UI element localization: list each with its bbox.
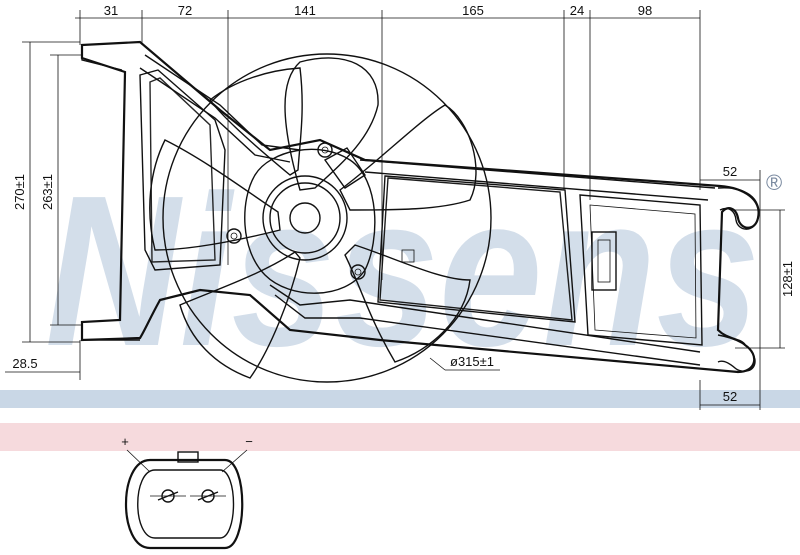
left-stub [81, 45, 140, 341]
frame-inner-left [139, 69, 226, 271]
dim-left-inner: 263±1 [40, 174, 55, 210]
frame-right-window [579, 194, 703, 346]
blue-band [0, 390, 800, 408]
fan-blade [344, 244, 471, 363]
fan-shroud-circle [162, 53, 492, 383]
dim-top-72: 72 [178, 3, 192, 18]
pink-band [0, 423, 800, 451]
right-clip-top [717, 187, 760, 230]
dim-fan-diameter: ø315±1 [450, 354, 494, 369]
frame-middle-window [379, 177, 573, 321]
frame-tab-inner [597, 239, 611, 283]
frame-small-rect [401, 249, 415, 263]
motor-middle-ring [269, 182, 341, 254]
motor-bolt [350, 264, 366, 280]
connector-latch [177, 451, 199, 463]
fan [149, 53, 492, 383]
frame-lower-arm [269, 284, 701, 353]
frame-inner-left-window [149, 77, 216, 263]
dim-top-165: 165 [462, 3, 484, 18]
left-bracket-outer [80, 40, 760, 374]
electrical-connector: + − [121, 434, 253, 550]
frame-upper-right-arm [359, 159, 716, 189]
frame-middle-window-outline [377, 175, 576, 323]
dim-top-31: 31 [104, 3, 118, 18]
connector-inner [137, 469, 235, 539]
dim-left-outer: 270±1 [12, 174, 27, 210]
frame-right-window-inner [589, 204, 697, 339]
motor-bolt [230, 232, 238, 240]
frame-tab [591, 231, 617, 291]
frame-upper-right-arm-inner [364, 171, 709, 201]
dimension-labels: 31 72 141 165 24 98 270±1 263±1 28.5 ø31… [12, 3, 795, 404]
fan-blade [284, 57, 379, 191]
fan-blade [179, 251, 301, 379]
registered-mark: ® [766, 170, 782, 195]
dim-top-24: 24 [570, 3, 584, 18]
brand-watermark: Nissens [45, 150, 760, 391]
motor-bolt [321, 146, 329, 154]
dim-left-bottom: 28.5 [12, 356, 37, 371]
motor-outer-ring [262, 175, 348, 261]
motor-bolt [354, 268, 362, 276]
frame-lower-arm-inner [274, 294, 701, 366]
connector-body [125, 458, 244, 550]
motor-connector [323, 147, 366, 189]
motor-bolt [317, 142, 333, 158]
dimension-lines [5, 10, 785, 410]
dim-right-top: 52 [723, 164, 737, 179]
motor-bolt [226, 228, 242, 244]
dim-right-bottom: 52 [723, 389, 737, 404]
dim-right-height: 128±1 [780, 261, 795, 297]
motor-hub [289, 202, 321, 234]
frame-upper-arm [144, 54, 301, 151]
dim-top-98: 98 [638, 3, 652, 18]
right-clip-bottom [717, 334, 756, 372]
dim-top-141: 141 [294, 3, 316, 18]
fan-blade [209, 67, 303, 176]
fan-blade [339, 104, 477, 211]
connector-minus-label: − [245, 434, 253, 449]
motor [226, 142, 376, 294]
frame [80, 40, 760, 374]
connector-plus-label: + [121, 434, 129, 449]
